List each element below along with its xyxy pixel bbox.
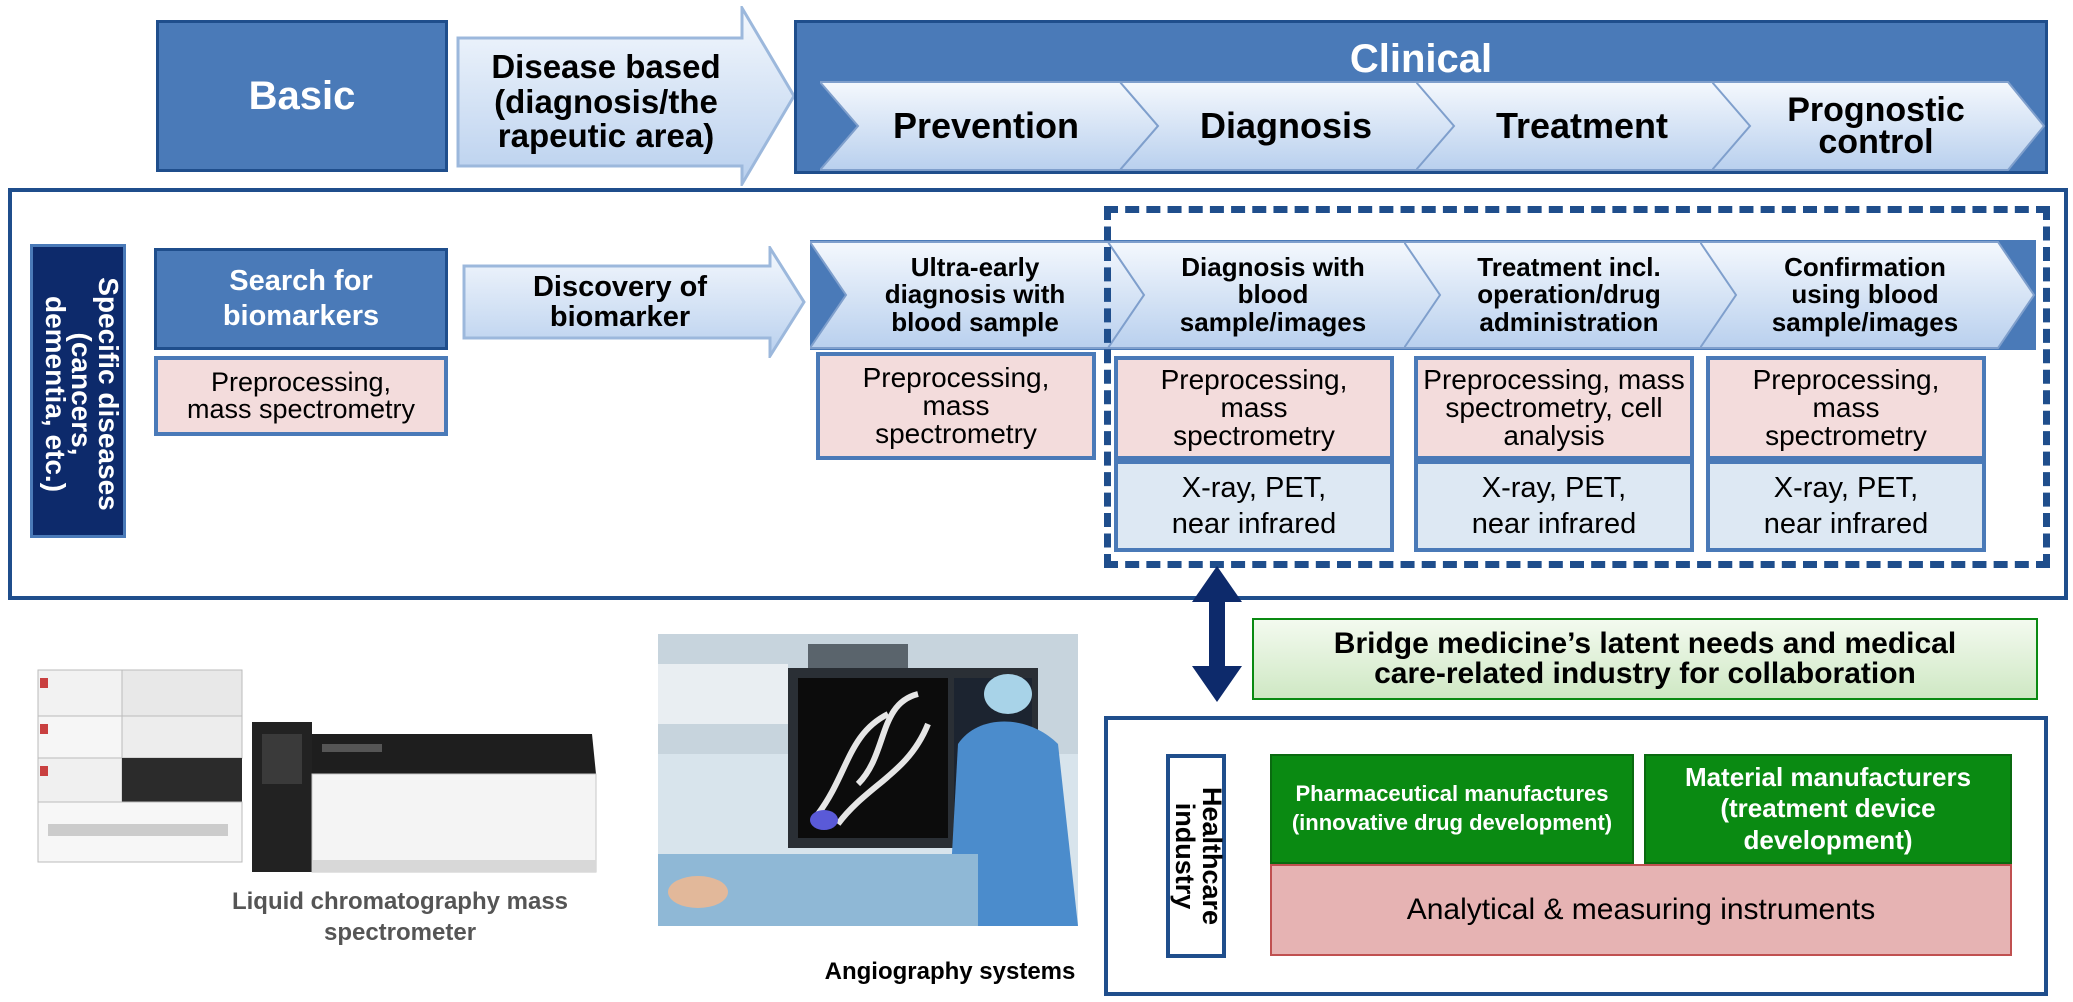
- step-1-line-1: Ultra-early: [910, 252, 1040, 283]
- stage-diagnosis-label: Diagnosis: [1199, 105, 1373, 147]
- step-3-line-2: operation/drug: [1477, 279, 1661, 310]
- disease-based-line-3: rapeutic area): [497, 117, 715, 155]
- step-3-line-1: Treatment incl.: [1477, 252, 1661, 283]
- bridge-line-2: care-related industry for collaboration: [1374, 657, 1916, 690]
- stage-prognostic-line-2: control: [1818, 123, 1934, 161]
- clinical-label: Clinical: [1349, 36, 1493, 81]
- method-pink-3-line-2: spectrometry, cell: [1445, 392, 1663, 423]
- method-pink-4-line-1: Preprocessing,: [1752, 364, 1940, 395]
- method-pink-1-line-2: mass: [922, 390, 990, 421]
- material-line-1: Material manufacturers: [1684, 762, 1972, 793]
- method-blue-2: X-ray, PET, near infrared: [1414, 460, 1694, 552]
- healthcare-line-1: Healthcare: [1197, 786, 1227, 926]
- angiography-caption-text: Angiography systems: [824, 958, 1076, 985]
- specific-diseases-line-2: (cancers,: [66, 332, 98, 456]
- bridge-line-1: Bridge medicine’s latent needs and medic…: [1333, 627, 1957, 660]
- pharma-line-1: Pharmaceutical manufactures: [1295, 781, 1609, 807]
- method-pink-4-line-3: spectrometry: [1765, 420, 1927, 451]
- bridge-box: Bridge medicine’s latent needs and medic…: [1252, 618, 2038, 700]
- step-treatment: Treatment incl. operation/drug administr…: [1404, 240, 1740, 350]
- discovery-line-2: biomarker: [549, 301, 691, 333]
- step-diagnosis-blood: Diagnosis with blood sample/images: [1108, 240, 1444, 350]
- basic-box: Basic: [156, 20, 448, 172]
- stage-prevention-label: Prevention: [892, 105, 1080, 147]
- pharma-box: Pharmaceutical manufactures (innovative …: [1270, 754, 1634, 864]
- method-blue-2-line-2: near infrared: [1471, 508, 1637, 540]
- method-pink-1: Preprocessing, mass spectrometry: [816, 352, 1096, 460]
- method-pink-2: Preprocessing, mass spectrometry: [1114, 356, 1394, 460]
- stage-prognostic-line-1: Prognostic: [1787, 90, 1965, 129]
- disease-based-line-2: (diagnosis/the: [494, 82, 718, 120]
- lcms-instrument-image: [36, 664, 608, 884]
- step-3-line-3: administration: [1479, 306, 1659, 337]
- pharma-line-2: (innovative drug development): [1291, 810, 1613, 835]
- method-blue-3-line-2: near infrared: [1763, 508, 1929, 540]
- search-biomarkers-box: Search for biomarkers: [154, 248, 448, 350]
- step-2-line-2: blood: [1237, 279, 1309, 310]
- specific-diseases-line-1: Specific diseases: [92, 277, 124, 511]
- basic-label: Basic: [248, 73, 356, 118]
- search-line-1: Search for: [229, 265, 373, 298]
- method-pink-1-line-3: spectrometry: [875, 418, 1037, 449]
- step-2-line-3: sample/images: [1179, 306, 1367, 337]
- stage-prevention: Prevention: [820, 80, 1160, 172]
- step-4-line-2: using blood: [1791, 279, 1939, 310]
- step-4-line-1: Confirmation: [1784, 252, 1946, 283]
- analytical-box: Analytical & measuring instruments: [1270, 864, 2012, 956]
- lcms-caption-line-2: spectrometer: [323, 919, 477, 947]
- method-pink-2-line-1: Preprocessing,: [1160, 364, 1348, 395]
- method-pink-3: Preprocessing, mass spectrometry, cell a…: [1414, 356, 1694, 460]
- step-1-line-3: blood sample: [891, 306, 1059, 337]
- step-4-line-3: sample/images: [1771, 306, 1959, 337]
- step-confirmation: Confirmation using blood sample/images: [1700, 240, 2036, 350]
- angiography-image: [658, 634, 1078, 926]
- specific-diseases-label: Specific diseases (cancers, dementia, et…: [30, 244, 126, 538]
- disease-based-line-1: Disease based: [491, 48, 721, 86]
- method-blue-1-line-2: near infrared: [1171, 508, 1337, 540]
- angiography-caption: Angiography systems: [800, 958, 1100, 990]
- material-box: Material manufacturers (treatment device…: [1644, 754, 2012, 864]
- healthcare-industry-label: Healthcare industry: [1166, 754, 1227, 958]
- method-pink-4-line-2: mass: [1812, 392, 1880, 423]
- analytical-label: Analytical & measuring instruments: [1406, 893, 1876, 926]
- step-ultra-early: Ultra-early diagnosis with blood sample: [810, 240, 1146, 350]
- stage-treatment: Treatment: [1416, 80, 1756, 172]
- method-pink-3-line-1: Preprocessing, mass: [1423, 364, 1685, 395]
- method-pink-4: Preprocessing, mass spectrometry: [1706, 356, 1986, 460]
- stage-diagnosis: Diagnosis: [1120, 80, 1460, 172]
- search-method-line-2: mass spectrometry: [186, 394, 416, 424]
- process-panel: [8, 188, 2068, 600]
- clinical-scope-dashed-frame: [1104, 206, 2050, 568]
- material-line-3: development): [1743, 824, 1913, 855]
- healthcare-line-2: industry: [1170, 802, 1200, 910]
- method-blue-3-line-1: X-ray, PET,: [1773, 471, 1919, 504]
- lcms-caption: Liquid chromatography mass spectrometer: [200, 886, 600, 950]
- stage-prognostic-control: Prognostic control: [1712, 80, 2046, 172]
- method-blue-2-line-1: X-ray, PET,: [1481, 471, 1627, 504]
- method-pink-3-line-3: analysis: [1503, 420, 1605, 451]
- discovery-arrow: Discovery of biomarker: [462, 246, 806, 358]
- search-line-2: biomarkers: [222, 300, 380, 332]
- method-pink-2-line-3: spectrometry: [1173, 420, 1335, 451]
- step-2-line-1: Diagnosis with: [1181, 252, 1365, 283]
- search-method-box: Preprocessing, mass spectrometry: [154, 356, 448, 436]
- industry-panel: [1104, 716, 2048, 996]
- bidirectional-arrow: [1192, 566, 1242, 702]
- method-pink-1-line-1: Preprocessing,: [862, 362, 1050, 393]
- method-pink-2-line-2: mass: [1220, 392, 1288, 423]
- material-line-2: (treatment device: [1720, 793, 1936, 824]
- method-blue-1: X-ray, PET, near infrared: [1114, 460, 1394, 552]
- method-blue-1-line-1: X-ray, PET,: [1181, 471, 1327, 504]
- lcms-caption-line-1: Liquid chromatography mass: [231, 888, 569, 915]
- method-blue-3: X-ray, PET, near infrared: [1706, 460, 1986, 552]
- step-1-line-2: diagnosis with: [884, 279, 1066, 310]
- specific-diseases-line-3: dementia, etc.): [39, 295, 71, 493]
- disease-based-arrow: Disease based (diagnosis/the rapeutic ar…: [456, 6, 798, 186]
- discovery-line-1: Discovery of: [532, 270, 708, 303]
- search-method-line-1: Preprocessing,: [210, 367, 392, 397]
- stage-treatment-label: Treatment: [1495, 105, 1669, 147]
